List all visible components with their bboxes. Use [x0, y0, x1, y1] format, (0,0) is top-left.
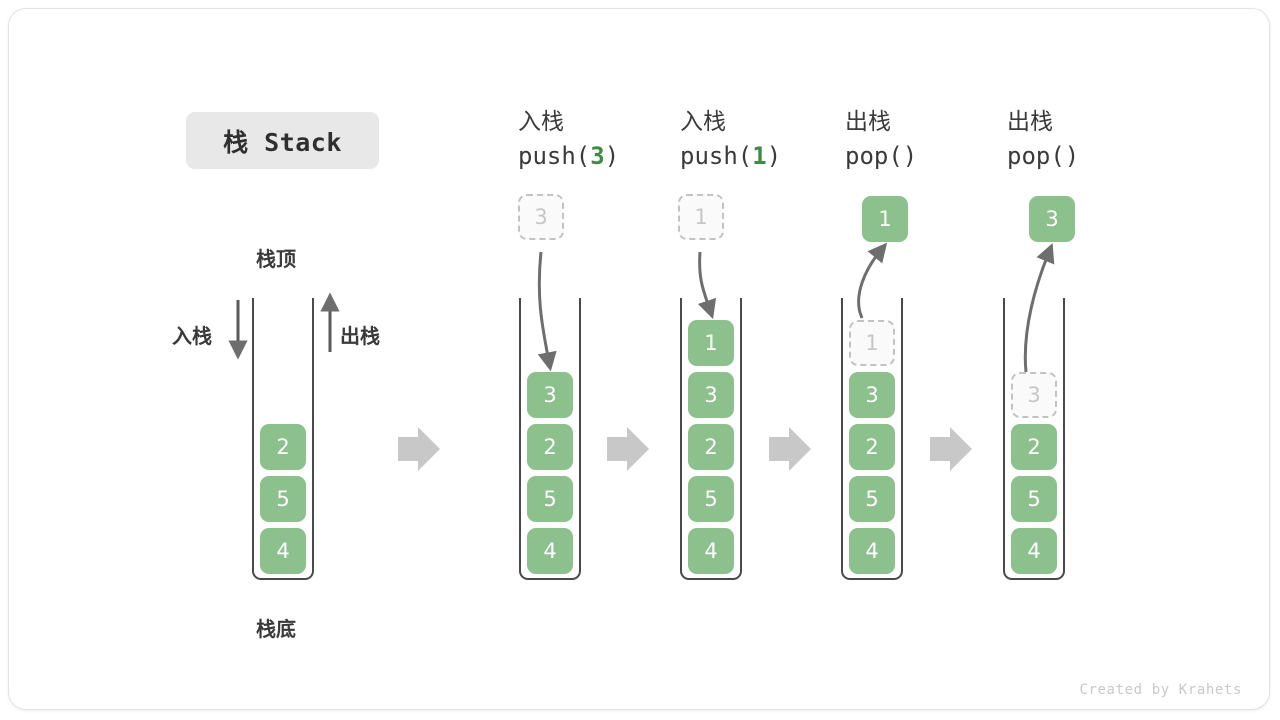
base-stack-cell-2: 4 — [260, 528, 306, 574]
base-stack-container — [252, 298, 314, 580]
title-badge-label: 栈 Stack — [223, 127, 342, 157]
code-prefix: push( — [680, 141, 753, 170]
step-push-1-floating-cell: 1 — [678, 194, 724, 240]
step-push-1-cell-4: 4 — [688, 528, 734, 574]
code-suffix: ) — [766, 141, 782, 170]
step-push-1-container — [680, 298, 742, 580]
step-pop-1-cell-2: 2 — [849, 424, 895, 470]
step-push-3-op-code: push(3) — [518, 139, 688, 173]
step-push-3-container — [519, 298, 581, 580]
base-stack-cell-0: 2 — [260, 424, 306, 470]
code-prefix: pop( — [845, 141, 903, 170]
push-direction-label: 入栈 — [172, 324, 212, 348]
step-push-1-cell-2: 2 — [688, 424, 734, 470]
stack-bottom-label: 栈底 — [256, 617, 296, 641]
pop-direction-label: 出栈 — [340, 324, 380, 348]
code-suffix: ) — [604, 141, 620, 170]
step-push-3-cell-1: 2 — [527, 424, 573, 470]
base-stack-cell-1: 5 — [260, 476, 306, 522]
step-pop-3-floating-cell: 3 — [1029, 196, 1075, 242]
step-pop-1-cell-1: 3 — [849, 372, 895, 418]
title-badge: 栈 Stack — [186, 112, 379, 169]
step-push-1-op-code: push(1) — [680, 139, 850, 173]
step-pop-1-floating-cell: 1 — [862, 196, 908, 242]
code-suffix: ) — [1064, 141, 1080, 170]
step-push-1-cell-1: 3 — [688, 372, 734, 418]
step-pop-1-op-code: pop() — [845, 139, 1015, 173]
step-push-1-cell-3: 5 — [688, 476, 734, 522]
step-pop-1-cell-3: 5 — [849, 476, 895, 522]
step-pop-3-cell-1: 2 — [1011, 424, 1057, 470]
step-push-3-cell-0: 3 — [527, 372, 573, 418]
step-push-3-cell-3: 4 — [527, 528, 573, 574]
step-pop-1-header: 出栈 pop() — [845, 106, 1015, 173]
step-push-3-floating-cell: 3 — [518, 194, 564, 240]
step-pop-3-op-code: pop() — [1007, 139, 1177, 173]
code-prefix: pop( — [1007, 141, 1065, 170]
step-pop-3-cell-2: 5 — [1011, 476, 1057, 522]
code-arg: 1 — [752, 141, 767, 170]
step-push-1-cell-0: 1 — [688, 320, 734, 366]
step-push-3-op-cn: 入栈 — [518, 109, 564, 135]
step-pop-3-header: 出栈 pop() — [1007, 106, 1177, 173]
code-suffix: ) — [902, 141, 918, 170]
step-push-3-header: 入栈 push(3) — [518, 106, 688, 173]
step-pop-1-cell-0: 1 — [849, 320, 895, 366]
code-arg: 3 — [590, 141, 605, 170]
step-pop-3-cell-3: 4 — [1011, 528, 1057, 574]
step-pop-1-op-cn: 出栈 — [845, 109, 891, 135]
stack-top-label: 栈顶 — [256, 247, 296, 271]
step-pop-1-cell-4: 4 — [849, 528, 895, 574]
step-pop-1-container — [841, 298, 903, 580]
step-push-1-op-cn: 入栈 — [680, 109, 726, 135]
step-pop-3-op-cn: 出栈 — [1007, 109, 1053, 135]
step-pop-3-cell-0: 3 — [1011, 372, 1057, 418]
step-push-1-header: 入栈 push(1) — [680, 106, 850, 173]
footer-credit: Created by Krahets — [1079, 682, 1242, 698]
step-pop-3-container — [1003, 298, 1065, 580]
step-push-3-cell-2: 5 — [527, 476, 573, 522]
code-prefix: push( — [518, 141, 591, 170]
